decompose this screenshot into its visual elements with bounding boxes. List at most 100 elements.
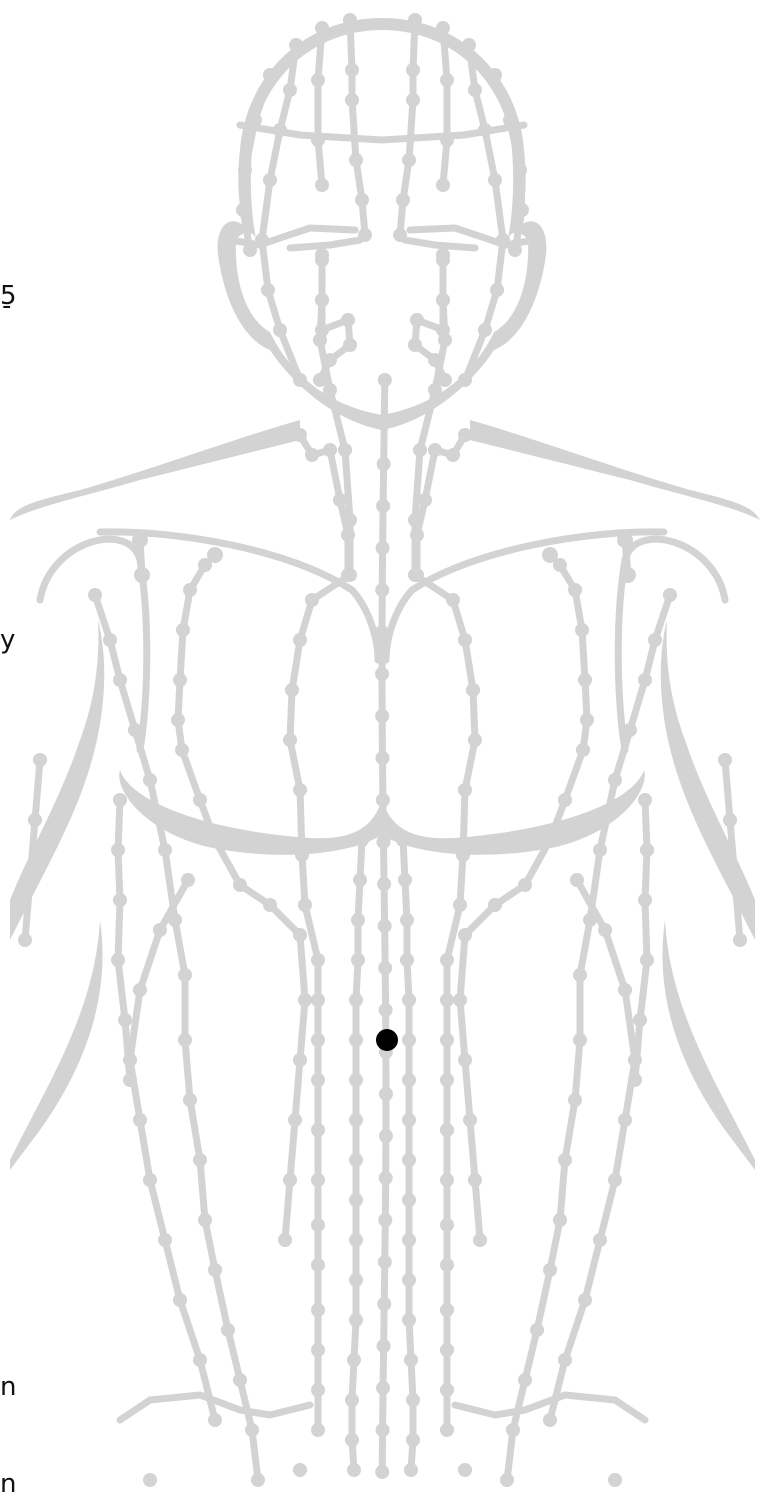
acupoint	[293, 633, 307, 647]
acupoint	[402, 1153, 416, 1167]
acupoint	[378, 1255, 392, 1269]
acupoint	[440, 1218, 454, 1232]
acupoint	[375, 667, 389, 681]
acupoint	[543, 1263, 557, 1277]
acupoint	[573, 1033, 587, 1047]
acupoint	[349, 1193, 363, 1207]
acupoint	[263, 173, 277, 187]
acupoint	[305, 593, 319, 607]
acupoint	[341, 313, 355, 327]
acupoint	[123, 1073, 137, 1087]
acupoint	[410, 568, 424, 582]
acupoint	[488, 68, 502, 82]
acupoint	[553, 1213, 567, 1227]
acupoint	[323, 383, 337, 397]
acupoint	[198, 1213, 212, 1227]
acupoint	[343, 338, 357, 352]
acupoint	[413, 443, 427, 457]
acupoint	[377, 877, 391, 891]
acupoint	[118, 1013, 132, 1027]
acupoint	[349, 1313, 363, 1327]
acupoint	[315, 323, 329, 337]
acupoint	[456, 848, 470, 862]
acupoint	[113, 893, 127, 907]
acupoint	[349, 1233, 363, 1247]
acupoint	[458, 1463, 472, 1477]
acupoint	[375, 625, 389, 639]
acupoint	[311, 953, 325, 967]
acupoint	[221, 1323, 235, 1337]
acupoint	[315, 21, 329, 35]
acupoint	[558, 793, 572, 807]
acupoint	[402, 153, 416, 167]
acupoint	[193, 1353, 207, 1367]
acupoint	[378, 919, 392, 933]
acupoint	[261, 283, 275, 297]
acupoint	[406, 63, 420, 77]
acupoint	[568, 1093, 582, 1107]
acupoint	[375, 751, 389, 765]
acupoint	[593, 843, 607, 857]
acupoint	[638, 673, 652, 687]
acupoint	[295, 848, 309, 862]
acupoint	[123, 1053, 137, 1067]
acupoint	[568, 583, 582, 597]
acupoint	[440, 993, 454, 1007]
acupoint	[446, 448, 460, 462]
acupoint	[341, 528, 355, 542]
acupoint	[88, 588, 102, 602]
acupoint	[375, 709, 389, 723]
acupoint	[436, 253, 450, 267]
acupoint	[313, 373, 327, 387]
acupoint	[298, 898, 312, 912]
acupoint	[171, 713, 185, 727]
acupoint	[376, 541, 390, 555]
acupoint	[349, 1033, 363, 1047]
acupoint	[143, 1473, 157, 1487]
acupoint	[723, 813, 737, 827]
acupoint	[158, 1233, 172, 1247]
acupoint	[158, 843, 172, 857]
acupoint	[298, 993, 312, 1007]
acupoint	[343, 513, 357, 527]
acupoint	[176, 623, 190, 637]
acupoint	[353, 873, 367, 887]
acupoint	[640, 953, 654, 967]
acupoint	[578, 1293, 592, 1307]
acupoint	[263, 898, 277, 912]
acupoint	[315, 253, 329, 267]
acupoint	[349, 1073, 363, 1087]
acupoint	[311, 1343, 325, 1357]
acupoint	[458, 633, 472, 647]
acupoint	[408, 513, 422, 527]
acupoint	[207, 547, 223, 563]
acupoint	[133, 983, 147, 997]
acupoint	[402, 1113, 416, 1127]
highlighted-acupoint	[376, 1029, 398, 1051]
meridian-channel	[318, 28, 322, 185]
acupoint	[436, 293, 450, 307]
acupoint	[378, 1213, 392, 1227]
acupoint	[543, 1413, 557, 1427]
acupoint	[245, 1423, 259, 1437]
acupoint	[440, 1073, 454, 1087]
acupoint	[315, 293, 329, 307]
acupoint	[608, 773, 622, 787]
acupoint	[379, 1087, 393, 1101]
acupoint	[440, 1258, 454, 1272]
acupoint	[458, 1053, 472, 1067]
acupoint	[663, 588, 677, 602]
acupoint	[478, 323, 492, 337]
acupoint	[238, 163, 252, 177]
acupoint	[283, 83, 297, 97]
acupoint	[349, 1273, 363, 1287]
acupoint	[283, 733, 297, 747]
acupoint	[113, 673, 127, 687]
acupoint	[288, 1113, 302, 1127]
acupoint	[638, 893, 652, 907]
acupoint	[575, 623, 589, 637]
acupoint	[376, 793, 390, 807]
acupoint	[608, 1173, 622, 1187]
acupoint	[293, 373, 307, 387]
acupoint	[111, 843, 125, 857]
